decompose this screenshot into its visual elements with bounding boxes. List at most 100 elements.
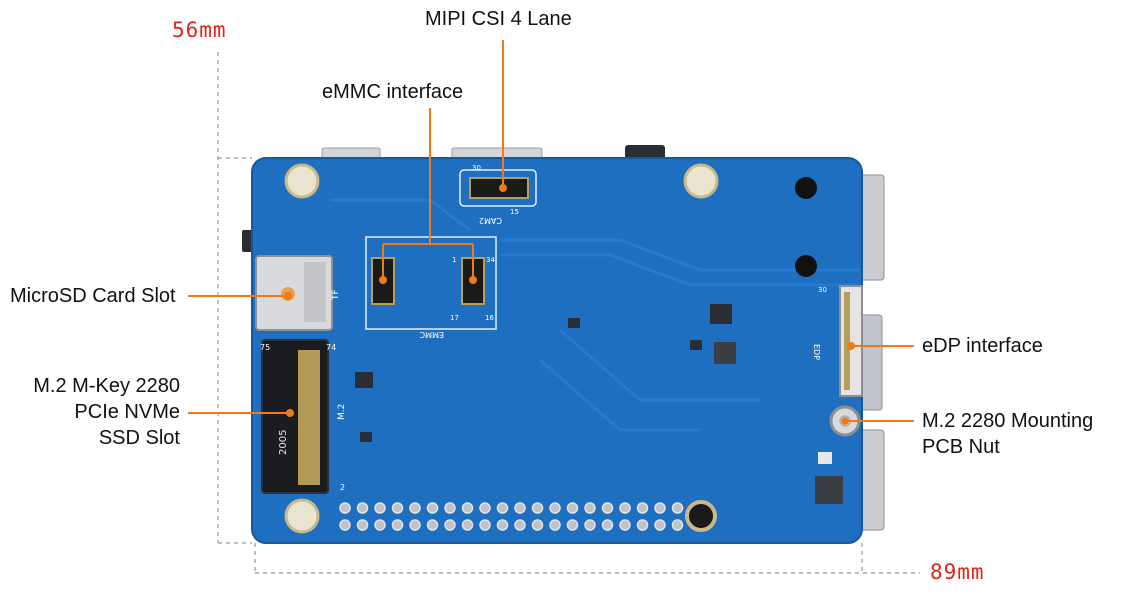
edp-pins [844, 292, 850, 390]
gpio-hole [514, 502, 526, 514]
gpio-hole [391, 519, 404, 531]
chips [355, 304, 843, 504]
standoff-1 [795, 177, 817, 199]
hole-bottom-left [284, 498, 320, 534]
callout-dot-m2 [286, 409, 294, 417]
silk-16: 16 [485, 314, 494, 322]
gpio-hole [479, 519, 491, 531]
gpio-hole [444, 502, 456, 514]
gpio-hole [496, 519, 509, 531]
gpio-hole [409, 502, 421, 514]
callout-dot-emmc-right [469, 276, 477, 284]
gpio-hole [671, 519, 684, 531]
pcb-traces [330, 198, 860, 432]
callout-lines [188, 40, 914, 425]
chip-5 [355, 372, 373, 388]
silk-cam2: CAM2 [479, 216, 502, 225]
trace-2 [500, 253, 860, 287]
chip-8 [818, 452, 832, 464]
label-m2-nut-line2: PCB Nut [922, 436, 1000, 458]
callout-dot-emmc-left [379, 276, 387, 284]
trace-4 [539, 358, 700, 432]
silk-30-edp: 30 [818, 286, 827, 294]
label-m2-ssd-line1: M.2 M-Key 2280 [33, 375, 180, 397]
label-m2-mounting-nut: M.2 2280 Mounting PCB Nut [922, 408, 1093, 460]
silk-edp: EDP [812, 344, 821, 360]
standoff-2 [795, 255, 817, 277]
microsd-slot: TF [255, 255, 341, 331]
gpio-hole [566, 519, 579, 531]
right-hdmi [859, 314, 883, 411]
gpio-hole [356, 519, 369, 531]
trace-3 [559, 328, 760, 402]
gpio-hole [531, 519, 544, 531]
hole-top-right [683, 163, 719, 199]
gpio-hole [549, 519, 561, 531]
gpio-hole [374, 502, 386, 514]
gpio-hole [549, 502, 561, 514]
label-mipi-csi: MIPI CSI 4 Lane [425, 8, 572, 30]
silk-2: 2 [340, 483, 345, 492]
chip-3 [815, 476, 843, 504]
m2-pins [298, 350, 320, 485]
gpio-hole [444, 519, 456, 531]
callout-dot-microsd [284, 292, 292, 300]
callout-line-emmc [382, 108, 474, 280]
gpio-hole [496, 502, 509, 514]
gpio-hole [461, 502, 474, 514]
cam2-area: CAM2 30 15 [459, 164, 537, 225]
silk-tf: TF [331, 289, 341, 301]
gpio-hole [391, 502, 404, 514]
gpio-hole [426, 502, 439, 514]
edp-area: EDP 30 [812, 285, 863, 437]
mounting-holes [284, 163, 817, 534]
label-emmc-interface: eMMC interface [322, 81, 464, 103]
silk-75: 75 [260, 343, 270, 352]
gpio-hole [514, 519, 526, 531]
silk-30-cam: 30 [472, 164, 481, 172]
gpio-hole [619, 519, 631, 531]
gpio-hole [531, 502, 544, 514]
silk-emmc: EMMC [419, 330, 444, 339]
gpio-hole [636, 519, 649, 531]
gpio-hole [636, 502, 649, 514]
hole-bottom-right [685, 500, 717, 532]
silk-74: 74 [326, 343, 336, 352]
dimension-lines [217, 52, 920, 574]
height-dimension-label: 56mm [172, 18, 227, 42]
gpio-hole [584, 519, 596, 531]
microsd-pins [304, 262, 326, 322]
gpio-hole [601, 502, 614, 514]
gpio-hole [339, 519, 351, 531]
silk-15: 15 [510, 208, 519, 216]
silk-2005: 2005 [278, 430, 289, 455]
chip-6 [360, 432, 372, 442]
chip-4 [690, 340, 702, 350]
gpio-hole [374, 519, 386, 531]
silk-17: 17 [450, 314, 459, 322]
callout-dot-mipi [499, 184, 507, 192]
chip-7 [568, 318, 580, 328]
silk-1: 1 [452, 256, 456, 264]
gpio-hole [426, 519, 439, 531]
gpio-hole [584, 502, 596, 514]
gpio-hole [671, 502, 684, 514]
silk-34: 34 [486, 256, 495, 264]
edp-connector [839, 285, 863, 397]
hole-top-left [284, 163, 320, 199]
label-m2-ssd-slot: M.2 M-Key 2280 PCIe NVMe SSD Slot [8, 373, 180, 451]
silk-m2: M.2 [337, 404, 347, 420]
label-m2-nut-line1: M.2 2280 Mounting [922, 410, 1094, 432]
cam2-outline [459, 169, 537, 207]
gpio-hole [654, 502, 666, 514]
callout-dot-edp [847, 342, 855, 350]
gpio-hole [619, 502, 631, 514]
gpio-hole [566, 502, 579, 514]
label-m2-ssd-line2: PCIe NVMe [74, 401, 180, 423]
gpio-hole [409, 519, 421, 531]
width-dimension-label: 89mm [930, 560, 985, 584]
gpio-hole [479, 502, 491, 514]
gpio-hole [356, 502, 369, 514]
